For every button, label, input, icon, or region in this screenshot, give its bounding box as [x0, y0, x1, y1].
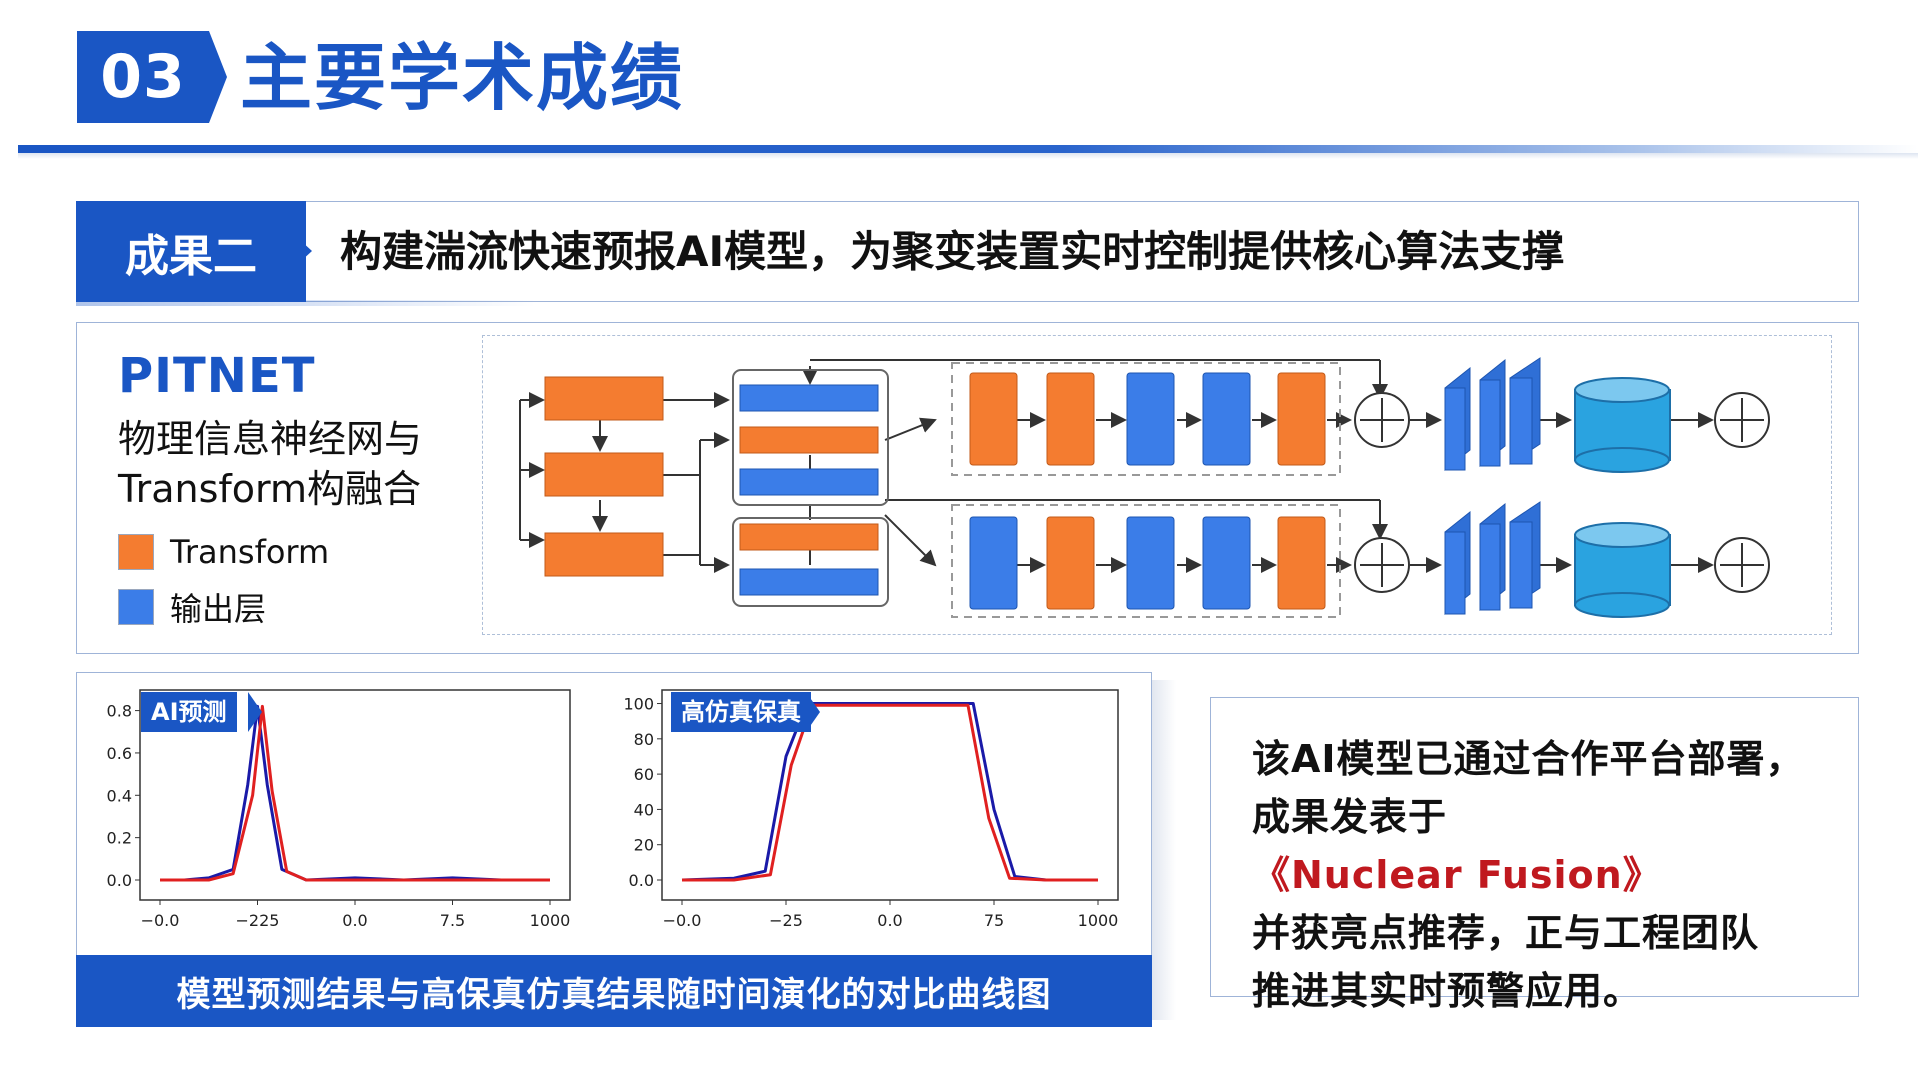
legend-swatch-blue [118, 589, 154, 625]
x-tick-label: 75 [984, 911, 1004, 930]
section-number: 03 [77, 31, 209, 123]
page-title: 主要学术成绩 [240, 36, 685, 120]
y-tick-label: 0.0 [107, 871, 132, 890]
x-tick-label: 0.0 [342, 911, 367, 930]
y-tick-label: 0.6 [107, 744, 132, 763]
comparison-charts: 0.0 0.2 0.4 0.6 0.8 −0.0 −225 0.0 7.5 1000 0.0 20 40… [107, 689, 1119, 930]
result-headline: 构建湍流快速预报AI模型，为聚变装置实时控制提供核心算法支撑 [340, 227, 1565, 276]
description-text: 该AI模型已通过合作平台部署， 成果发表于《Nuclear Fusion》 并获… [1252, 730, 1852, 1020]
x-tick-label: 1000 [1078, 911, 1119, 930]
description-line-1: 该AI模型已通过合作平台部署， [1252, 737, 1805, 781]
result-tag-chevron [300, 240, 312, 262]
legend-label: 输出层 [170, 590, 267, 628]
banner-shadow [76, 300, 536, 306]
y-tick-label: 60 [634, 765, 654, 784]
description-line-3: 并获亮点推荐，正与工程团队 [1252, 911, 1760, 955]
x-tick-label: −0.0 [141, 911, 180, 930]
header-divider-shadow [18, 153, 1918, 159]
model-name: PITNET [118, 348, 316, 404]
result-tag: 成果二 [76, 201, 306, 302]
legend-swatch-orange [118, 534, 154, 570]
description-line-4: 推进其实时预警应用。 [1252, 969, 1643, 1013]
x-tick-label: −25 [769, 911, 803, 930]
x-tick-label: 7.5 [440, 911, 465, 930]
architecture-panel [76, 322, 1859, 654]
y-tick-label: 20 [634, 836, 654, 855]
chart-label-ai: AI预测 [141, 692, 237, 732]
result-banner [76, 201, 1859, 302]
y-tick-label: 0.2 [107, 829, 132, 848]
x-tick-label: 1000 [530, 911, 571, 930]
y-tick-label: 100 [623, 695, 654, 714]
chart-panel-shadow [1152, 680, 1176, 1020]
x-tick-label: −0.0 [663, 911, 702, 930]
description-line-2: 成果发表于《Nuclear Fusion》 [1252, 788, 1852, 904]
description-card [1210, 697, 1859, 997]
architecture-diagram-frame [482, 335, 1832, 635]
y-tick-label: 0.4 [107, 786, 132, 805]
model-description: 物理信息神经网与Transform构融合 [118, 417, 423, 511]
chart-label-sim-chevron [806, 692, 820, 732]
legend-label: Transform [170, 533, 330, 571]
y-tick-label: 0.0 [629, 871, 654, 890]
chart-label-sim: 高仿真保真 [671, 692, 811, 732]
module-group-top [732, 369, 889, 506]
description-line-2-prefix: 成果发表于 [1252, 795, 1448, 839]
chart-caption: 模型预测结果与高保真仿真结果随时间演化的对比曲线图 [76, 955, 1152, 1027]
legend-item-transform: Transform [118, 533, 330, 571]
journal-name: 《Nuclear Fusion》 [1252, 853, 1662, 897]
section-chevron [209, 31, 227, 123]
module-group-bottom [732, 517, 889, 607]
y-tick-label: 40 [634, 800, 654, 819]
legend-item-output: 输出层 [118, 589, 266, 628]
series-line-2 [160, 704, 550, 882]
series-line-1 [160, 704, 550, 882]
series-line-1 [681, 702, 1098, 882]
y-tick-label: 80 [634, 730, 654, 749]
series-line-2 [682, 703, 1098, 882]
x-tick-label: 0.0 [877, 911, 902, 930]
header-divider [18, 145, 1918, 153]
y-tick-label: 0.8 [107, 702, 132, 721]
chart-label-ai-chevron [248, 692, 262, 732]
x-tick-label: −225 [236, 911, 280, 930]
